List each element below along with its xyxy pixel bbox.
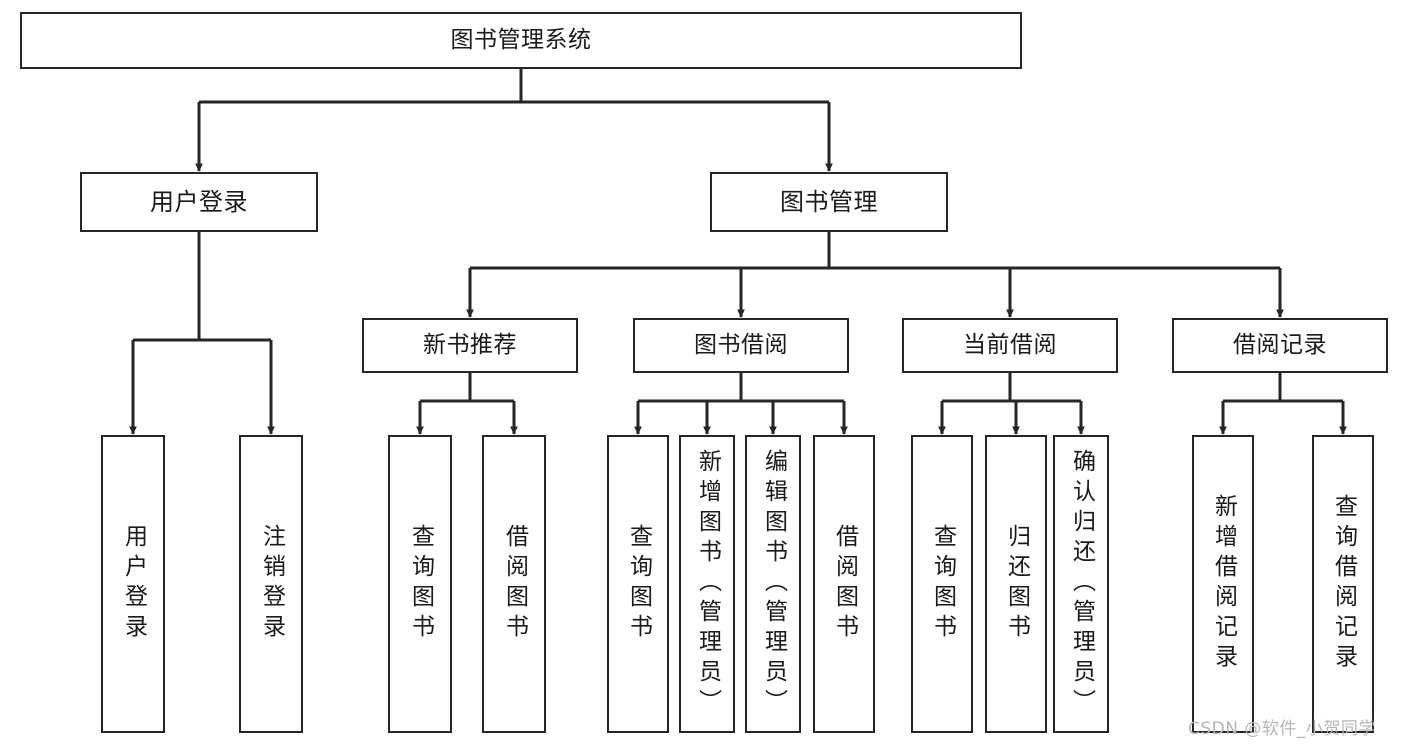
node-book-borrow[interactable]: 图书借阅	[633, 318, 849, 373]
leaf-query-book-current[interactable]: 查询图书	[911, 435, 973, 733]
leaf-borrow-book[interactable]: 借阅图书	[813, 435, 875, 733]
leaf-query-borrow-record-label: 查询借阅记录	[1330, 494, 1357, 674]
leaf-user-login-label: 用户登录	[120, 524, 147, 644]
node-book-manage[interactable]: 图书管理	[710, 172, 948, 232]
node-book-borrow-label: 图书借阅	[694, 331, 788, 358]
leaf-return-book-label: 归还图书	[1003, 524, 1030, 644]
leaf-confirm-return-label: 确认归还（管理员）	[1068, 449, 1095, 719]
leaf-add-borrow-record[interactable]: 新增借阅记录	[1192, 435, 1254, 733]
leaf-add-book-label: 新增图书（管理员）	[694, 449, 721, 719]
csdn-watermark: CSDN @软件_小贺同学	[1188, 719, 1376, 739]
leaf-borrow-book-recommend[interactable]: 借阅图书	[482, 435, 546, 733]
leaf-edit-book[interactable]: 编辑图书（管理员）	[745, 435, 801, 733]
leaf-add-book[interactable]: 新增图书（管理员）	[679, 435, 735, 733]
node-root[interactable]: 图书管理系统	[20, 12, 1022, 69]
leaf-edit-book-label: 编辑图书（管理员）	[760, 449, 787, 719]
leaf-borrow-book-recommend-label: 借阅图书	[501, 524, 528, 644]
node-current-borrow-label: 当前借阅	[963, 331, 1057, 358]
node-new-book-recommend-label: 新书推荐	[423, 331, 517, 358]
leaf-query-borrow-record[interactable]: 查询借阅记录	[1312, 435, 1374, 733]
node-current-borrow[interactable]: 当前借阅	[902, 318, 1118, 373]
leaf-query-book-current-label: 查询图书	[929, 524, 956, 644]
leaf-query-book-borrow[interactable]: 查询图书	[607, 435, 669, 733]
node-new-book-recommend[interactable]: 新书推荐	[362, 318, 578, 373]
leaf-confirm-return[interactable]: 确认归还（管理员）	[1053, 435, 1109, 733]
node-book-manage-label: 图书管理	[780, 187, 878, 216]
leaf-logout-label: 注销登录	[258, 524, 285, 644]
node-borrow-record-label: 借阅记录	[1233, 331, 1327, 358]
node-user-login-label: 用户登录	[150, 187, 248, 216]
node-user-login[interactable]: 用户登录	[80, 172, 318, 232]
leaf-user-login[interactable]: 用户登录	[101, 435, 165, 733]
leaf-return-book[interactable]: 归还图书	[985, 435, 1047, 733]
leaf-query-book-recommend-label: 查询图书	[407, 524, 434, 644]
leaf-query-book-borrow-label: 查询图书	[625, 524, 652, 644]
node-root-label: 图书管理系统	[450, 26, 592, 53]
leaf-query-book-recommend[interactable]: 查询图书	[388, 435, 452, 733]
leaf-add-borrow-record-label: 新增借阅记录	[1210, 494, 1237, 674]
node-borrow-record[interactable]: 借阅记录	[1172, 318, 1388, 373]
leaf-borrow-book-label: 借阅图书	[831, 524, 858, 644]
leaf-logout[interactable]: 注销登录	[239, 435, 303, 733]
